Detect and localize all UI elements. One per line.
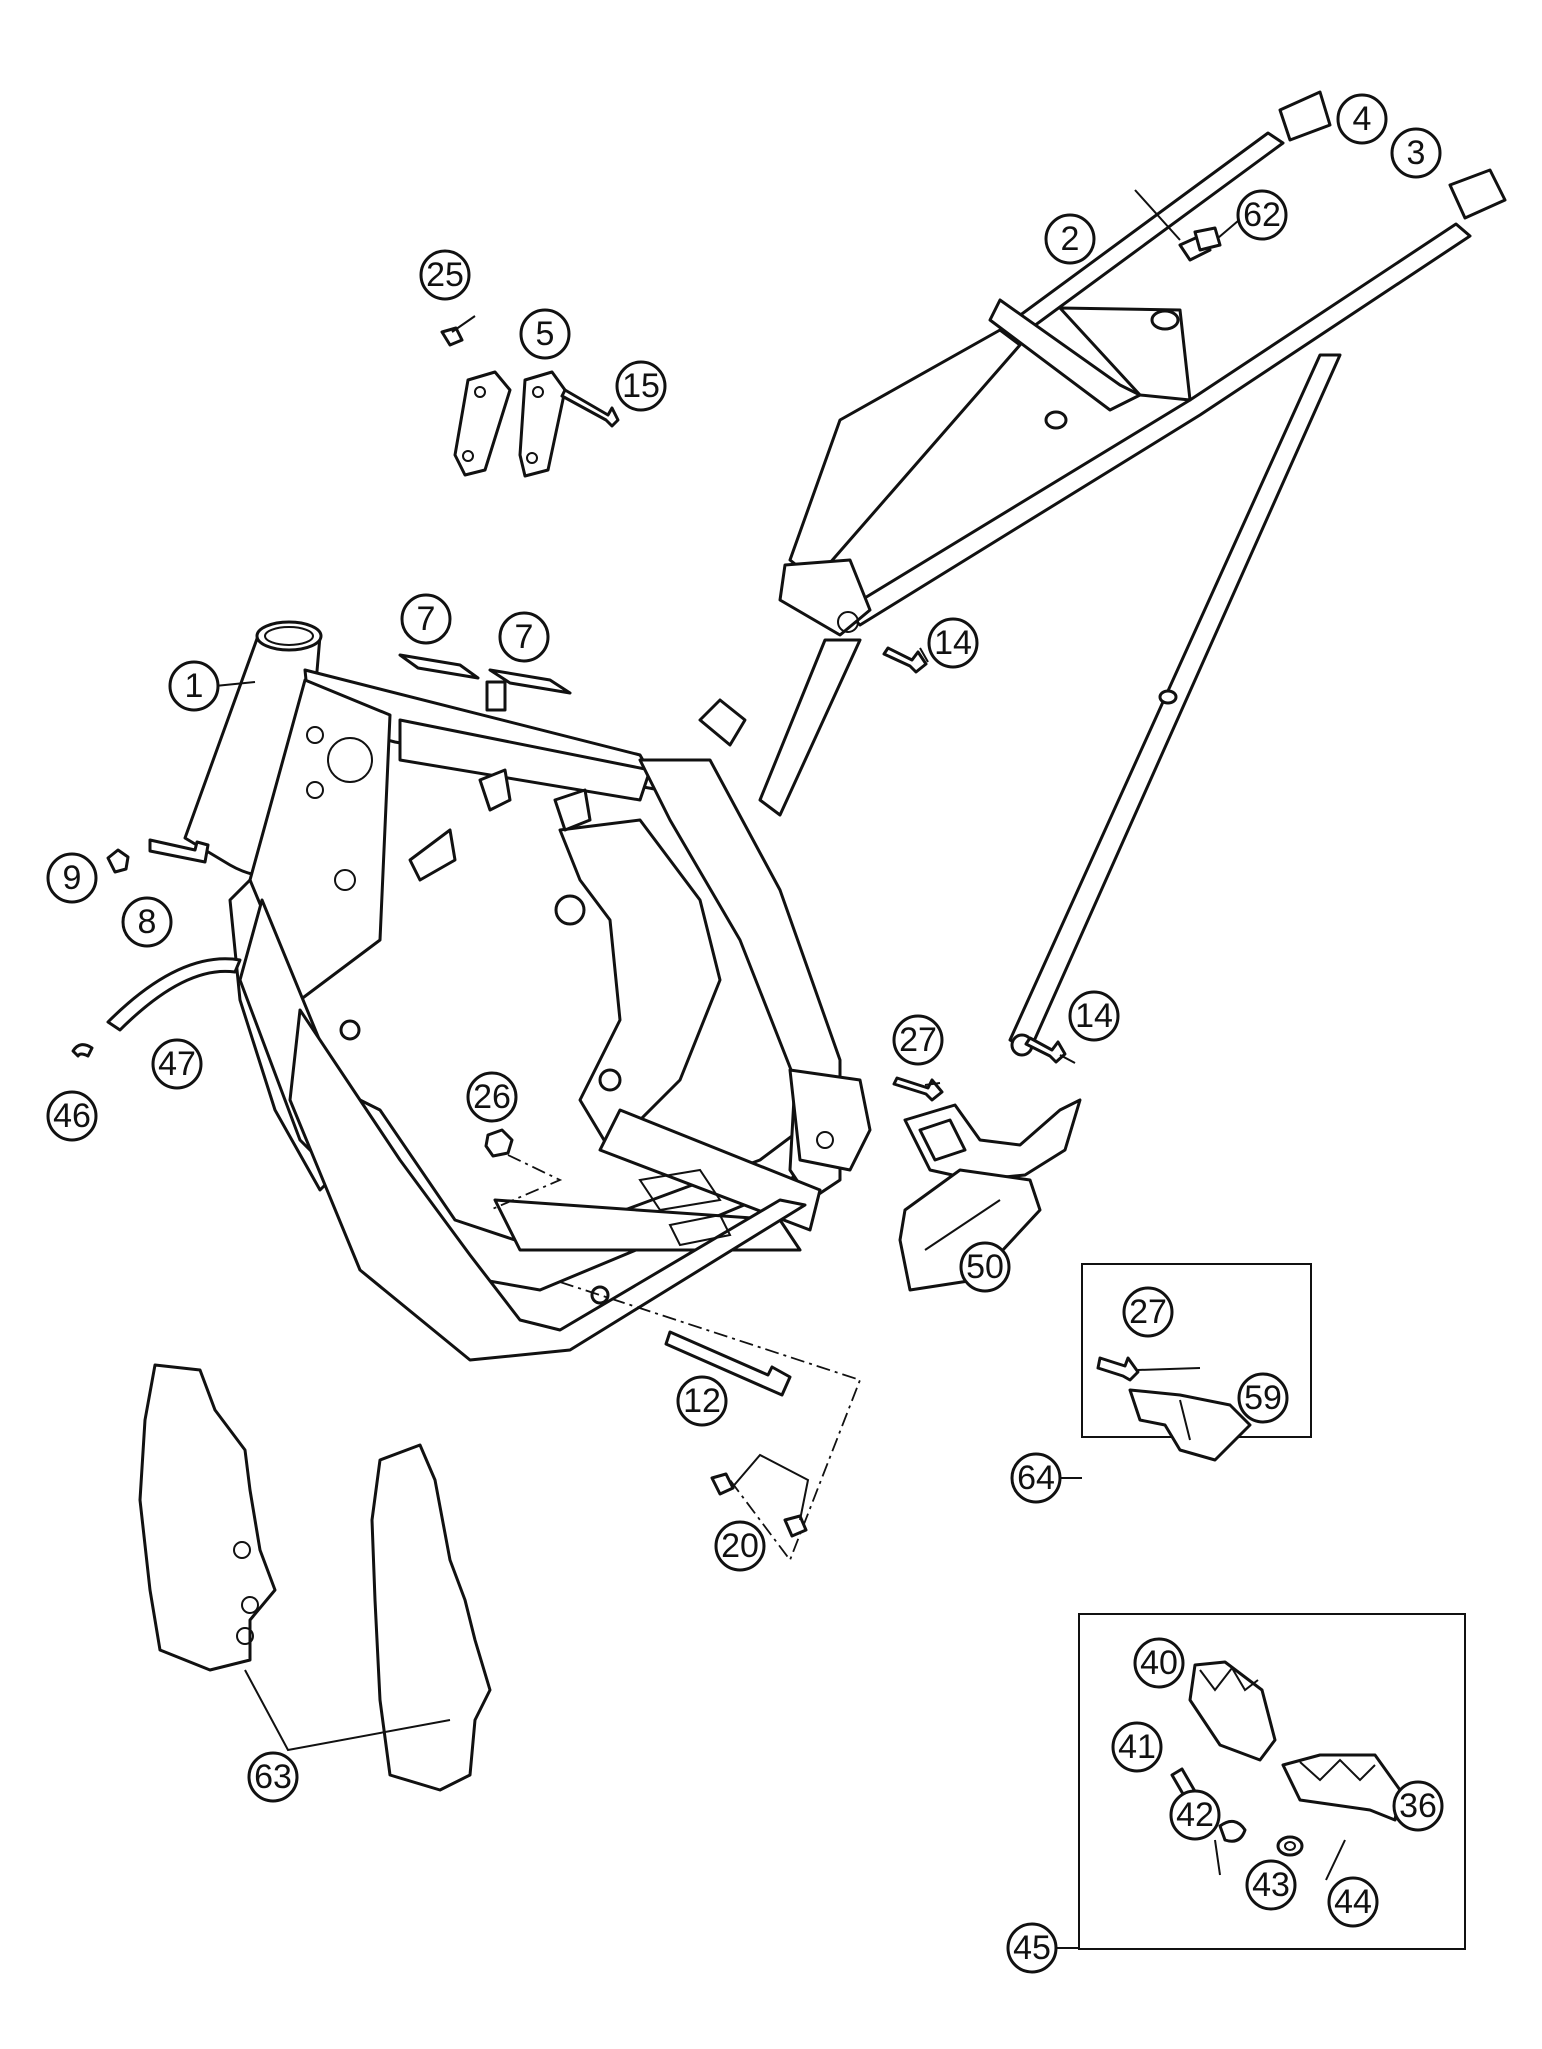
bolt-15 xyxy=(560,388,620,428)
callout-25: 25 xyxy=(419,249,471,301)
svg-text:14: 14 xyxy=(1075,997,1113,1035)
svg-text:46: 46 xyxy=(53,1097,91,1135)
svg-text:20: 20 xyxy=(721,1527,759,1565)
callout-7-right: 7 xyxy=(498,611,550,663)
svg-text:45: 45 xyxy=(1013,1929,1051,1967)
bolt-12 xyxy=(664,1330,792,1397)
nut-9 xyxy=(106,848,130,874)
svg-text:8: 8 xyxy=(138,903,157,941)
svg-text:25: 25 xyxy=(426,256,464,294)
nut-26 xyxy=(484,1128,514,1158)
bolt-20-b xyxy=(783,1514,808,1538)
callout-15: 15 xyxy=(615,360,667,412)
clip-46 xyxy=(71,1043,94,1058)
svg-text:14: 14 xyxy=(934,624,972,662)
decal-7-right xyxy=(488,668,572,695)
grip-3 xyxy=(1448,168,1507,220)
callout-5: 5 xyxy=(519,308,571,360)
svg-text:15: 15 xyxy=(622,367,660,405)
svg-text:27: 27 xyxy=(899,1021,937,1059)
bolt-62 xyxy=(1193,226,1222,252)
callout-47: 47 xyxy=(151,1038,203,1090)
svg-text:44: 44 xyxy=(1334,1883,1372,1921)
svg-text:36: 36 xyxy=(1399,1787,1437,1825)
svg-text:64: 64 xyxy=(1017,1459,1055,1497)
svg-text:42: 42 xyxy=(1176,1796,1214,1834)
side-stand xyxy=(892,1076,1082,1292)
main-frame xyxy=(183,620,872,1362)
callout-63: 63 xyxy=(247,1751,299,1803)
svg-text:2: 2 xyxy=(1061,220,1080,258)
callout-20: 20 xyxy=(714,1520,766,1572)
kit-box-64 xyxy=(1060,1263,1312,1479)
callout-4: 4 xyxy=(1336,93,1388,145)
callout-62: 62 xyxy=(1236,189,1288,241)
svg-text:41: 41 xyxy=(1118,1728,1156,1766)
callout-14-lower: 14 xyxy=(1068,990,1120,1042)
svg-text:4: 4 xyxy=(1353,100,1372,138)
callout-43: 43 xyxy=(1245,1859,1297,1911)
svg-text:50: 50 xyxy=(966,1248,1004,1286)
svg-text:9: 9 xyxy=(63,859,82,897)
callout-64: 64 xyxy=(1010,1452,1062,1504)
svg-text:26: 26 xyxy=(473,1078,511,1116)
bolt-14-lower xyxy=(1024,1036,1067,1064)
callout-14-upper: 14 xyxy=(927,617,979,669)
decal-7-left xyxy=(398,653,480,680)
svg-text:7: 7 xyxy=(515,618,534,656)
hose-47 xyxy=(106,957,242,1032)
svg-text:1: 1 xyxy=(185,667,204,705)
callout-2: 2 xyxy=(1044,213,1096,265)
callout-45: 45 xyxy=(1006,1922,1058,1974)
grip-4 xyxy=(1278,90,1332,142)
rear-subframe xyxy=(758,131,1472,1057)
callout-44: 44 xyxy=(1327,1876,1379,1928)
bolt-20-a xyxy=(710,1472,735,1496)
callout-59: 59 xyxy=(1237,1372,1289,1424)
svg-text:3: 3 xyxy=(1407,134,1426,172)
svg-text:59: 59 xyxy=(1244,1379,1282,1417)
bolt-14-upper xyxy=(882,646,928,674)
callout-27-stand: 27 xyxy=(892,1014,944,1066)
bolt-8 xyxy=(148,838,210,864)
callout-9: 9 xyxy=(46,852,98,904)
svg-text:5: 5 xyxy=(536,315,555,353)
callout-7-left: 7 xyxy=(400,593,452,645)
kit-box-45 xyxy=(1055,1613,1466,1950)
callout-1: 1 xyxy=(168,660,220,712)
svg-text:40: 40 xyxy=(1140,1644,1178,1682)
callout-40: 40 xyxy=(1133,1637,1185,1689)
callout-8: 8 xyxy=(121,896,173,948)
callout-3: 3 xyxy=(1390,127,1442,179)
svg-text:7: 7 xyxy=(417,600,436,638)
callout-41: 41 xyxy=(1111,1721,1163,1773)
frame-protectors xyxy=(138,1363,492,1792)
callout-12: 12 xyxy=(676,1375,728,1427)
svg-text:62: 62 xyxy=(1243,196,1281,234)
svg-text:47: 47 xyxy=(158,1045,196,1083)
callout-50: 50 xyxy=(959,1241,1011,1293)
callout-27-kit: 27 xyxy=(1122,1286,1174,1338)
callout-46: 46 xyxy=(46,1090,98,1142)
svg-text:27: 27 xyxy=(1129,1293,1167,1331)
callout-36: 36 xyxy=(1392,1780,1444,1832)
svg-text:12: 12 xyxy=(683,1382,721,1420)
engine-brackets xyxy=(440,326,567,478)
svg-text:63: 63 xyxy=(254,1758,292,1796)
svg-text:43: 43 xyxy=(1252,1866,1290,1904)
callout-26: 26 xyxy=(466,1071,518,1123)
callout-42: 42 xyxy=(1169,1789,1221,1841)
